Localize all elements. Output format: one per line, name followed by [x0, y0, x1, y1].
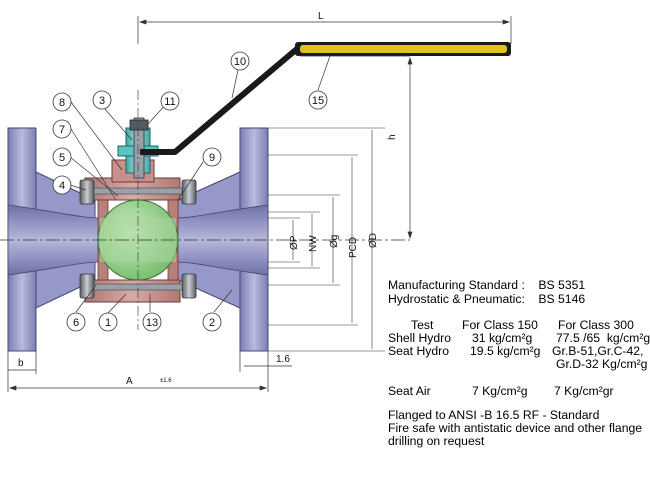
dim-NW-label: NW [308, 235, 319, 252]
balloon-6: 6 [73, 317, 79, 329]
balloon-13: 13 [146, 317, 158, 329]
handle-lever [140, 42, 511, 155]
dim-verticals [268, 127, 385, 352]
dim-L [137, 16, 512, 44]
spec-flange-2: Fire safe with antistatic device and oth… [388, 421, 643, 435]
balloon-15: 15 [312, 95, 324, 107]
balloon-5: 5 [59, 152, 65, 164]
dim-L-label: L [318, 11, 324, 22]
spec-air-label: Seat Air [388, 384, 431, 398]
balloon-circles [52, 51, 328, 332]
spec-air-300: 7 Kg/cm²gr [554, 384, 614, 398]
balloon-4: 4 [59, 180, 65, 192]
dim-P-label: ØP [289, 235, 300, 250]
dim-h-label: h [387, 134, 398, 140]
dim-b-label: b [18, 358, 24, 369]
spec-seat-label: Seat Hydro [388, 344, 449, 358]
dim-h [300, 55, 413, 240]
dim-A-tolerance: ±1.6 [160, 378, 172, 384]
spec-standard: Manufacturing Standard : BS 5351 [388, 278, 586, 292]
spec-col-class300: For Class 300 [558, 318, 634, 332]
balloon-1: 1 [105, 317, 111, 329]
balloon-10: 10 [234, 56, 246, 68]
spec-col-test: Test [411, 318, 434, 332]
balloon-3: 3 [99, 95, 105, 107]
spec-shell-150: 31 kg/cm²g [472, 331, 533, 345]
spec-col-class150: For Class 150 [462, 318, 538, 332]
dim-t-label: 1.6 [276, 354, 290, 365]
dim-A-label: A [126, 376, 133, 387]
dim-g-label: Øg [329, 235, 340, 248]
spec-flange-1: Flanged to ANSI -B 16.5 RF - Standard [388, 408, 600, 422]
body-bolts [79, 179, 197, 299]
balloon-9: 9 [209, 152, 215, 164]
spec-hydrostatic: Hydrostatic & Pneumatic: BS 5146 [388, 292, 586, 306]
spec-air-150: 7 Kg/cm²g [472, 384, 528, 398]
balloon-2: 2 [209, 317, 215, 329]
spec-seat-300a: Gr.B-51,Gr.C-42, [552, 344, 644, 358]
dim-PCD-label: PCD [348, 237, 359, 258]
spec-shell-300: 77.5 /65 kg/cm²g [556, 331, 650, 345]
spec-shell-label: Shell Hydro [388, 331, 451, 345]
balloon-7: 7 [59, 124, 65, 136]
spec-seat-150: 19.5 kg/cm²g [470, 344, 541, 358]
spec-flange-3: drilling on request [388, 434, 485, 448]
spec-seat-300b: Gr.D-32 Kg/cm²g [556, 357, 648, 371]
balloon-11: 11 [164, 96, 175, 108]
dim-A [7, 351, 292, 392]
dim-D-label: ØD [368, 233, 379, 248]
balloon-8: 8 [59, 97, 65, 109]
